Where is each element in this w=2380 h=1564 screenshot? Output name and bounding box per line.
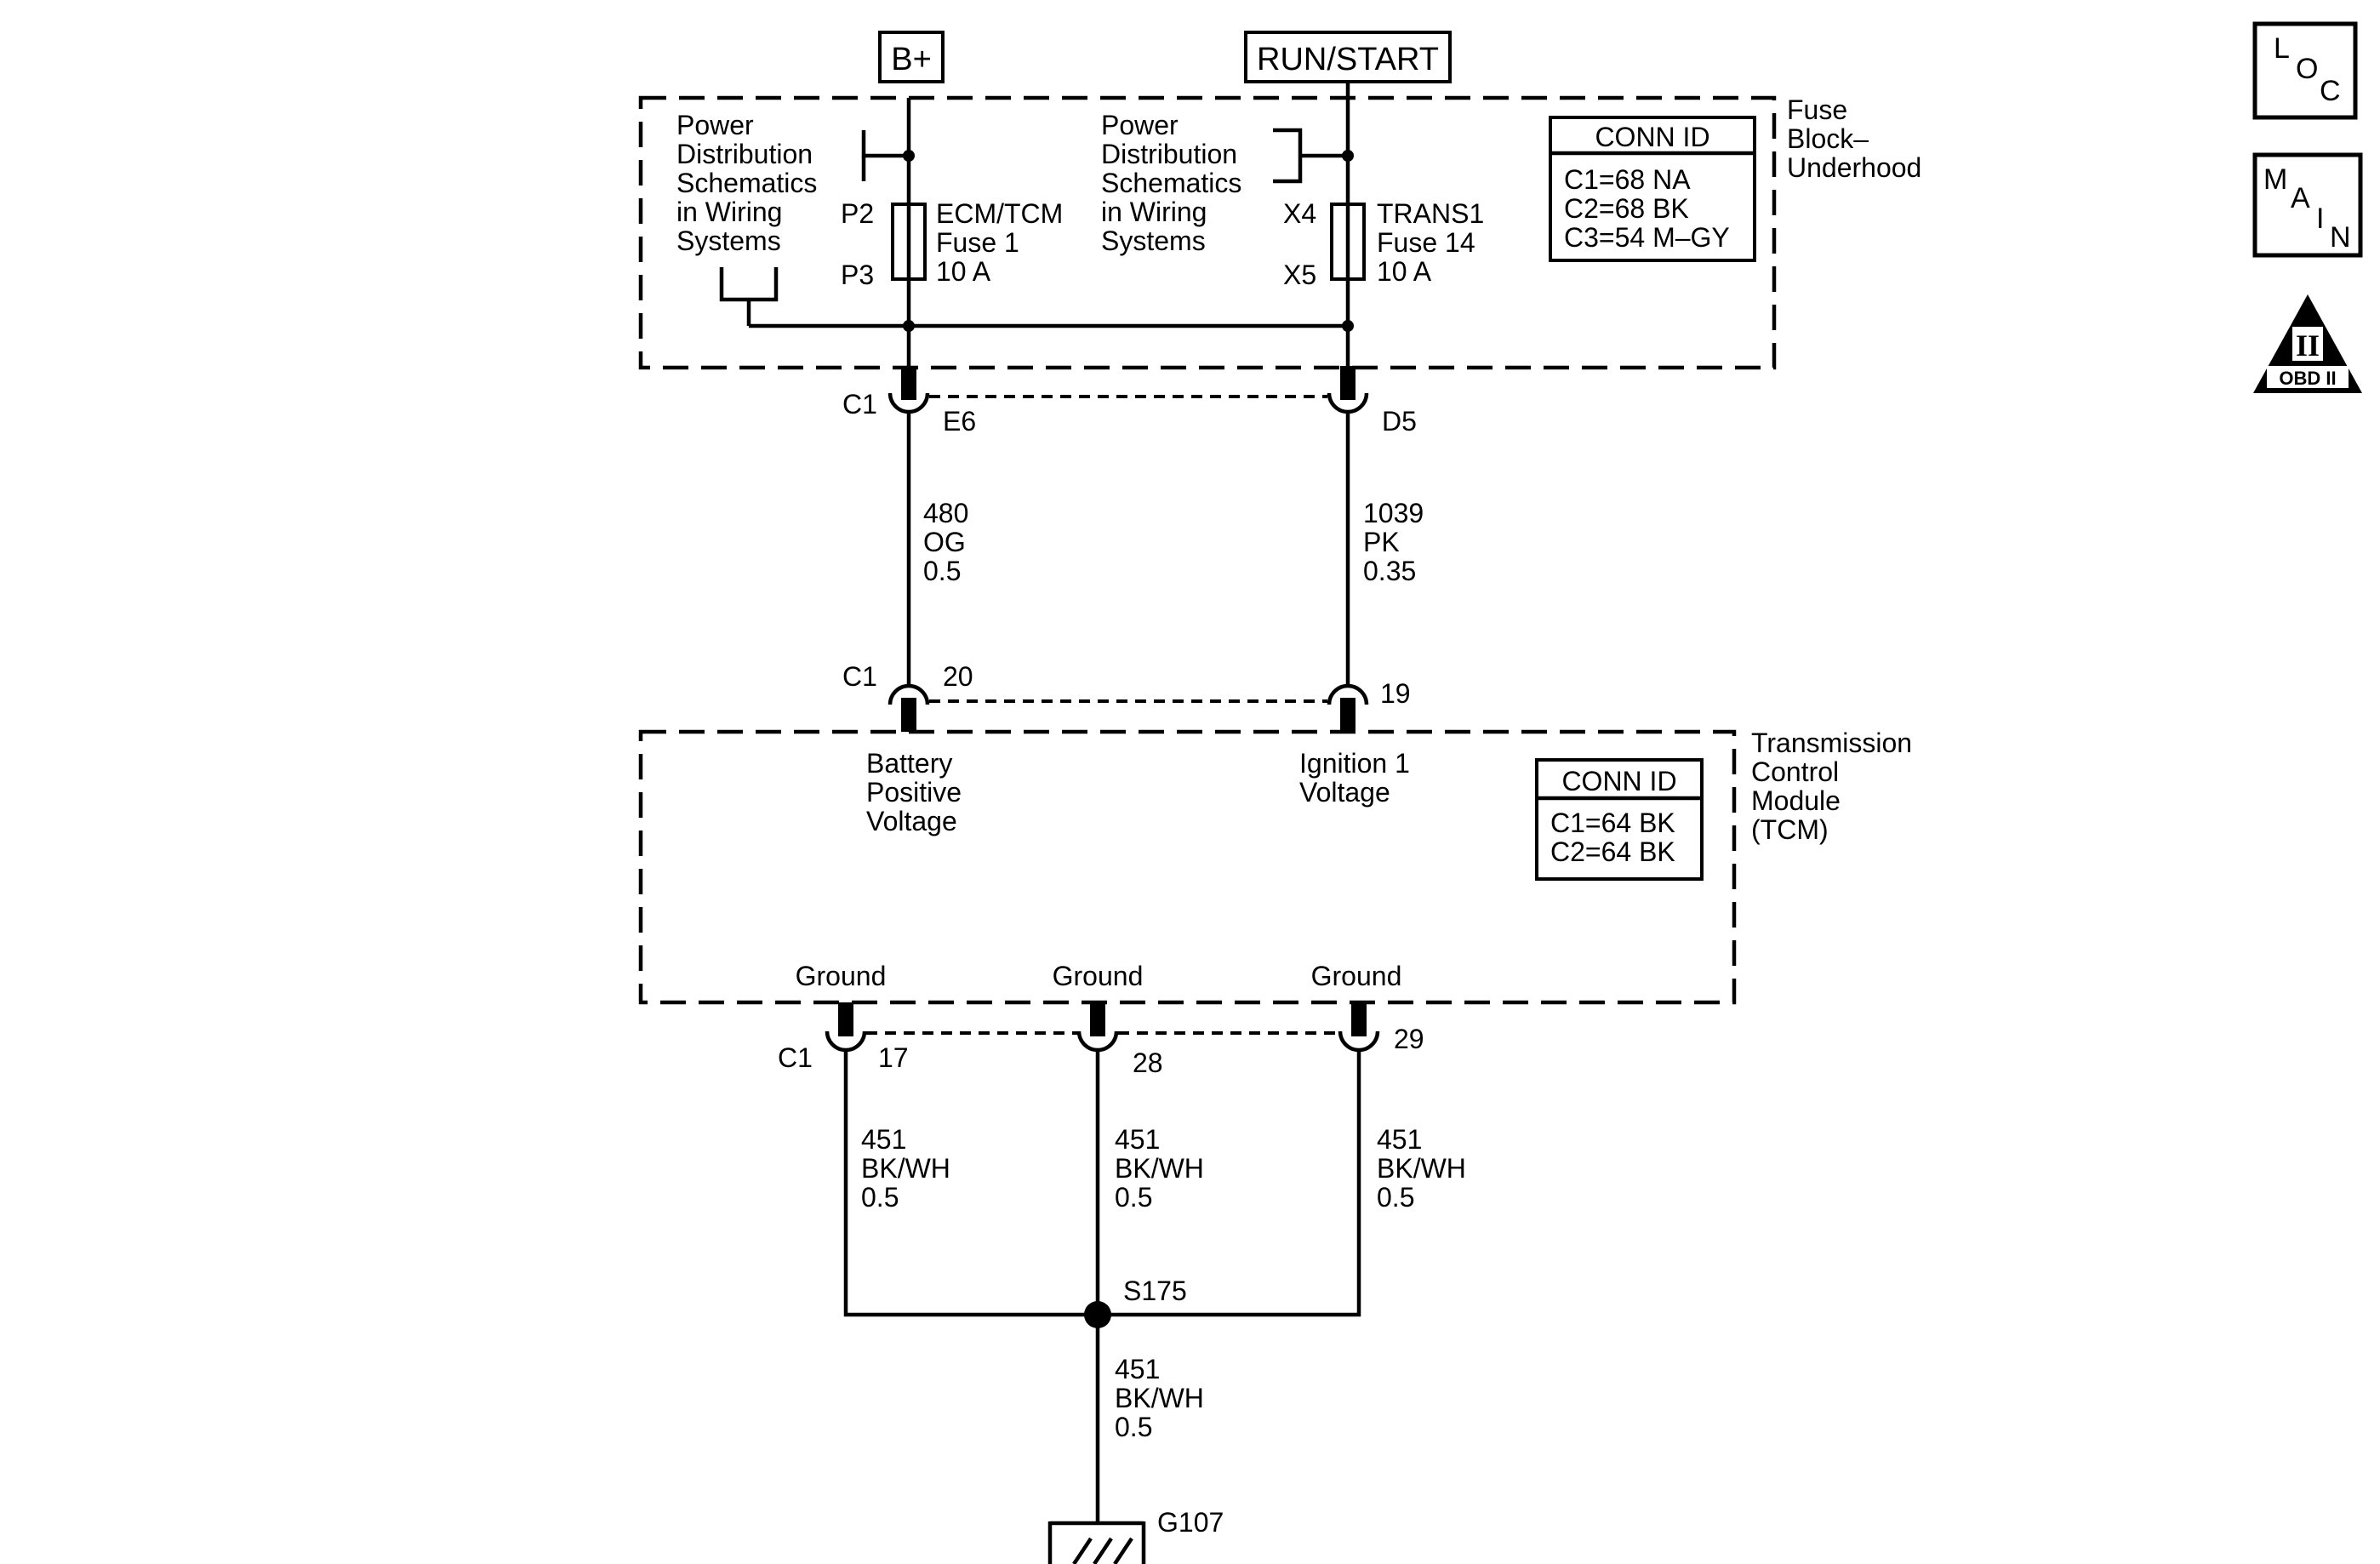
junction-dot [903, 150, 915, 162]
pds-bracket-bottom [719, 267, 779, 302]
splice-label: S175 [1123, 1276, 1187, 1306]
fuse1-label: ECM/TCM Fuse 1 10 A [936, 198, 1070, 287]
ignition-1-voltage-label: Ignition 1 Voltage [1299, 748, 1418, 808]
run-start-label: RUN/START [1244, 31, 1452, 83]
ground-label-2: Ground [1053, 961, 1144, 991]
loc-icon[interactable]: L O C [2252, 21, 2358, 120]
pds-bracket-right [1273, 128, 1303, 184]
fuse2-bottom-pin: X5 [1283, 260, 1316, 290]
b-plus-text: B+ [891, 42, 932, 77]
tcm-conn-id-header: CONN ID [1561, 766, 1676, 796]
ground-pin-29: 29 [1394, 1024, 1424, 1054]
conn-id-lines: C1=68 NA C2=68 BK C3=54 M–GY [1564, 164, 1730, 253]
tcm-connector-name: C1 [842, 661, 877, 692]
pds-reference-left: Power Distribution Schematics in Wiring … [676, 110, 825, 256]
fuse-block-conn-id: CONN ID C1=68 NA C2=68 BK C3=54 M–GY [1549, 116, 1756, 262]
tcm-title: Transmission Control Module (TCM) [1751, 728, 1920, 845]
svg-text:II: II [2296, 328, 2320, 362]
run-start-text: RUN/START [1257, 42, 1439, 77]
upper-connector [888, 366, 1369, 414]
svg-text:O: O [2296, 53, 2318, 85]
ground-point-label: G107 [1157, 1507, 1224, 1538]
upper-connector-name: C1 [842, 389, 877, 420]
tcm-outline [638, 729, 1737, 1005]
fuse-block-outline [638, 95, 1777, 370]
svg-text:I: I [2316, 203, 2324, 235]
svg-text:N: N [2330, 221, 2351, 254]
main-icon[interactable]: M A I N [2252, 152, 2363, 258]
tcm-conn-id: CONN ID C1=64 BK C2=64 BK [1535, 758, 1704, 881]
svg-text:L: L [2274, 32, 2290, 65]
tcm-connector [888, 683, 1369, 732]
ground-wire-label-4: 451 BK/WH 0.5 [1115, 1354, 1212, 1442]
splice-s175 [1084, 1301, 1111, 1328]
ground-connector-name: C1 [778, 1042, 813, 1073]
pds-reference-right: Power Distribution Schematics in Wiring … [1101, 110, 1249, 256]
wire-left-label: 480 OG 0.5 [923, 498, 976, 586]
upper-pin-d5: D5 [1382, 406, 1417, 437]
svg-text:A: A [2291, 182, 2310, 214]
tcm-pin-20: 20 [943, 661, 973, 692]
fuse-block-title: Fuse Block– Underhood [1787, 94, 1921, 183]
ground-pin-17: 17 [878, 1042, 909, 1073]
upper-pin-e6: E6 [943, 406, 976, 437]
tcm-conn-id-lines: C1=64 BK C2=64 BK [1550, 808, 1683, 867]
ground-symbol-icon [1047, 1521, 1146, 1564]
fuse1-top-pin: P2 [841, 198, 874, 229]
svg-text:C: C [2320, 75, 2341, 107]
svg-text:M: M [2263, 163, 2287, 196]
ground-connector [825, 1002, 1380, 1053]
obd-ii-icon[interactable]: II OBD II [2253, 294, 2362, 393]
pds-bracket-left [861, 130, 909, 158]
ground-label-3: Ground [1311, 961, 1402, 991]
fuse2-label: TRANS1 Fuse 14 10 A [1377, 198, 1492, 287]
fuse2-top-pin: X4 [1283, 198, 1316, 229]
ground-wire-label-3: 451 BK/WH 0.5 [1377, 1124, 1474, 1213]
fuse1-bottom-pin: P3 [841, 260, 874, 290]
ground-pin-28: 28 [1133, 1047, 1163, 1078]
ground-wire-label-1: 451 BK/WH 0.5 [861, 1124, 958, 1213]
tcm-pin-19: 19 [1380, 678, 1411, 709]
svg-text:OBD II: OBD II [2279, 368, 2336, 389]
battery-positive-voltage-label: Battery Positive Voltage [866, 748, 969, 836]
b-plus-label: B+ [878, 31, 945, 83]
ground-label-1: Ground [796, 961, 887, 991]
ground-wire-label-2: 451 BK/WH 0.5 [1115, 1124, 1212, 1213]
conn-id-header: CONN ID [1595, 122, 1709, 152]
wire-right-label: 1039 PK 0.35 [1363, 498, 1431, 586]
